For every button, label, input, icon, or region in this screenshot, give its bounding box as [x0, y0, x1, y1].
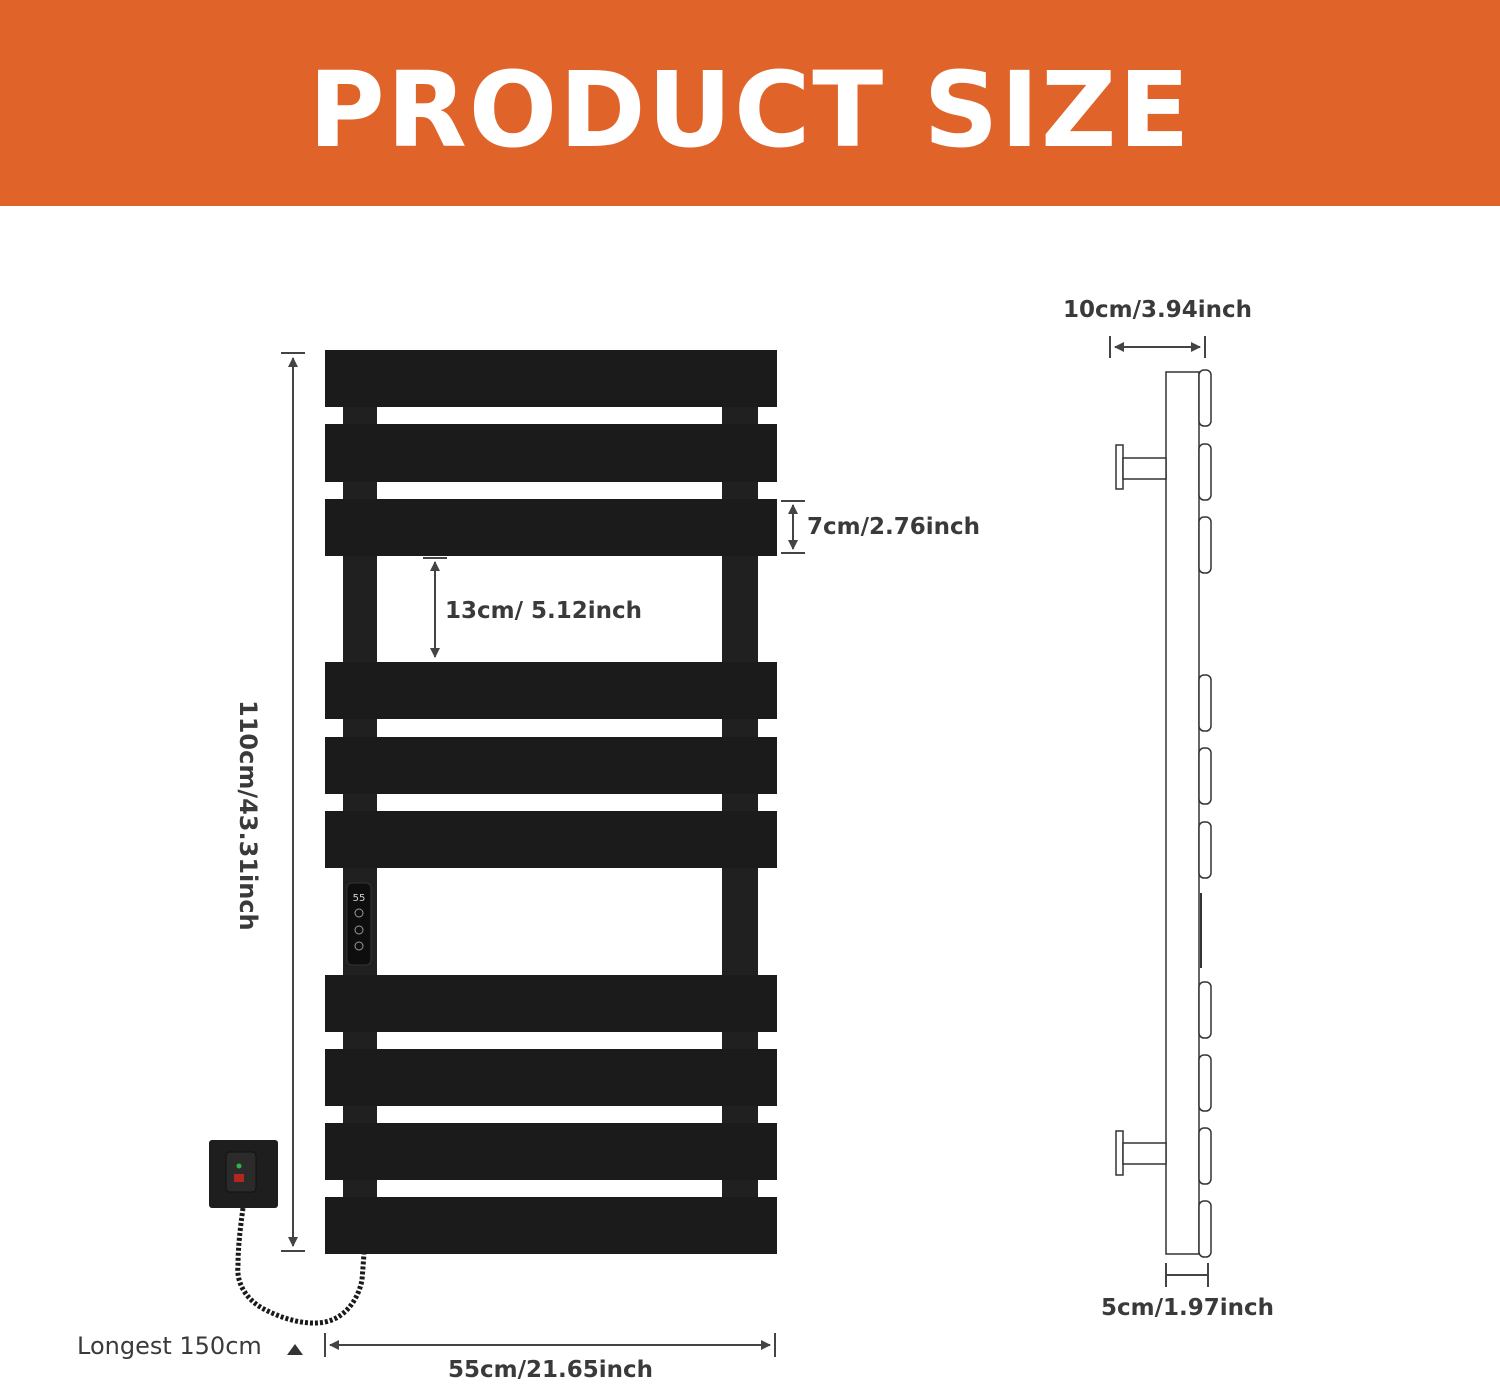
page-title: PRODUCT SIZE [308, 49, 1192, 171]
side-bar [1198, 1127, 1212, 1185]
rail-bar [325, 1197, 777, 1254]
bar-gap-label: 13cm/ 5.12inch [445, 598, 643, 624]
rail-bar [325, 350, 777, 407]
side-bar [1198, 516, 1212, 574]
plug-switch [225, 1151, 257, 1193]
wall-bracket-top [1115, 444, 1167, 490]
rail-bar [325, 737, 777, 794]
side-bar-profiles [1198, 369, 1212, 1258]
rail-bar [325, 424, 777, 482]
cable-arrow-icon [287, 1344, 303, 1355]
side-bar [1198, 443, 1212, 501]
dimension-lines [281, 336, 1209, 1357]
rail-bar [325, 1049, 777, 1106]
towel-rail-bars [325, 350, 777, 1254]
side-bar [1198, 369, 1212, 427]
coiled-cable [235, 1207, 367, 1326]
timer-icon [354, 908, 364, 918]
side-bar [1198, 981, 1212, 1039]
header-banner: PRODUCT SIZE [0, 0, 1500, 206]
control-panel-display: 55 [353, 893, 366, 904]
rail-bar [325, 1123, 777, 1180]
plug-button [234, 1174, 244, 1182]
side-bar [1198, 1200, 1212, 1258]
power-plug [209, 1140, 278, 1208]
height-label: 110cm/43.31inch [234, 700, 262, 931]
mode-icon [354, 925, 364, 935]
side-bar [1198, 747, 1212, 805]
rail-bar [325, 662, 777, 719]
side-bar [1198, 1054, 1212, 1112]
side-frame [1165, 371, 1200, 1255]
frame-depth-label: 5cm/1.97inch [1101, 1295, 1275, 1321]
rail-bar [325, 975, 777, 1032]
depth-label: 10cm/3.94inch [1063, 297, 1253, 323]
bar-height-label: 7cm/2.76inch [807, 514, 981, 540]
control-panel: 55 [346, 882, 372, 966]
side-view [1115, 369, 1212, 1258]
rail-bar [325, 499, 777, 556]
side-bar [1198, 674, 1212, 732]
side-bar [1198, 821, 1212, 879]
power-icon [354, 941, 364, 951]
cable-length-label: Longest 150cm [77, 1332, 262, 1360]
indicator-light [236, 1163, 242, 1169]
width-label: 55cm/21.65inch [448, 1357, 654, 1383]
wall-bracket-bottom [1115, 1130, 1167, 1176]
rail-bar [325, 811, 777, 868]
control-panel-body [346, 882, 372, 966]
